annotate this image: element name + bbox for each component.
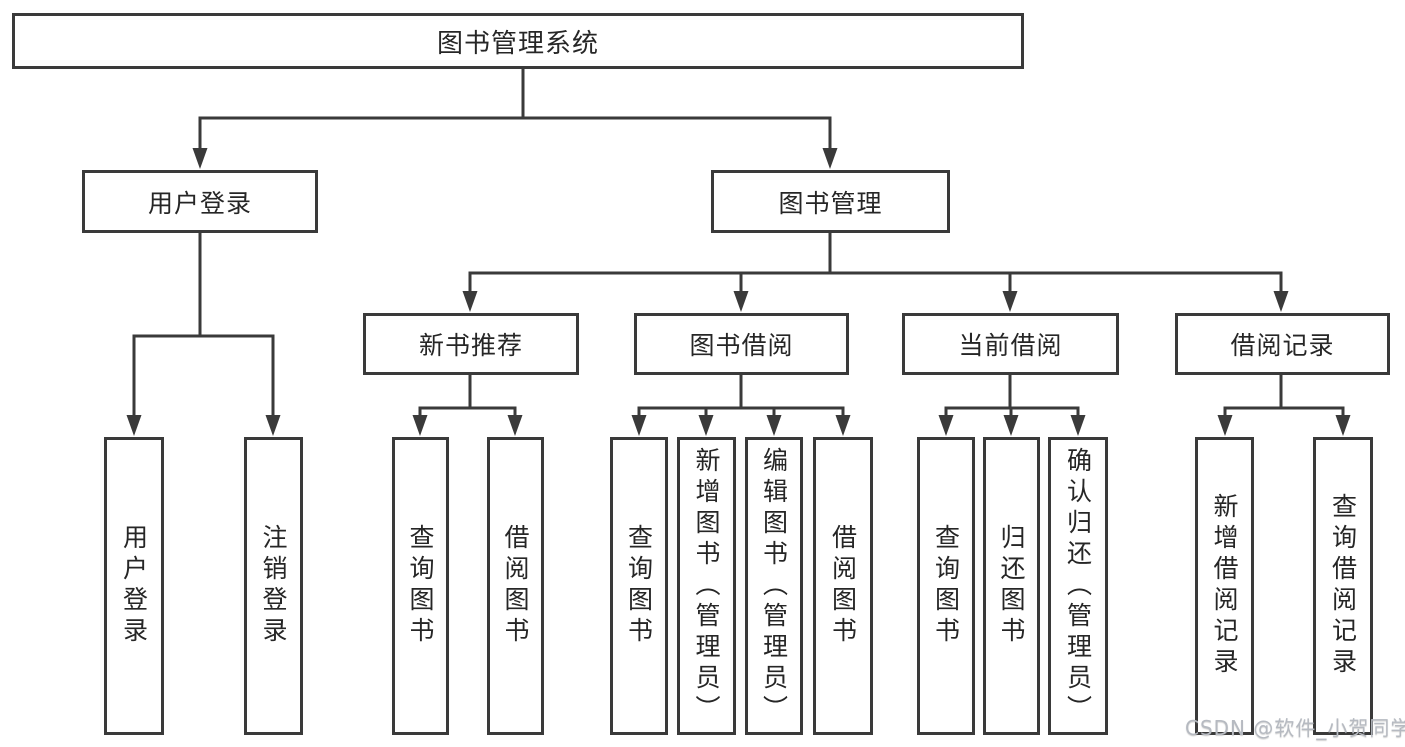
leaf-logout: 注销登录 — [244, 437, 303, 735]
node-borrow-records: 借阅记录 — [1175, 313, 1390, 375]
connector-book-borrow — [631, 373, 851, 436]
leaf-query-books-rec: 查询图书 — [392, 437, 449, 735]
watermark: CSDN @软件_小贺同学 — [1185, 716, 1405, 740]
connector-user-login — [126, 231, 281, 436]
connector-current-borrow — [938, 373, 1086, 436]
leaf-add-borrow-record: 新增借阅记录 — [1195, 437, 1254, 735]
leaf-return-book: 归还图书 — [983, 437, 1040, 735]
leaf-query-books-borrow: 查询图书 — [610, 437, 668, 735]
leaf-user-login: 用户登录 — [104, 437, 164, 735]
node-new-book-rec: 新书推荐 — [363, 313, 579, 375]
leaf-confirm-return-admin: 确认归还（管理员） — [1048, 437, 1108, 735]
connector-root — [192, 67, 838, 169]
leaf-borrow-books-rec: 借阅图书 — [487, 437, 544, 735]
connector-new-book-rec — [412, 373, 523, 436]
leaf-query-borrow-record: 查询借阅记录 — [1313, 437, 1373, 735]
node-book-borrow: 图书借阅 — [634, 313, 849, 375]
node-book-mgmt: 图书管理 — [711, 170, 950, 233]
leaf-edit-book-admin: 编辑图书（管理员） — [745, 437, 803, 735]
node-user-login: 用户登录 — [82, 170, 318, 233]
connector-borrow-records — [1217, 373, 1351, 436]
leaf-add-book-admin: 新增图书（管理员） — [677, 437, 736, 735]
leaf-borrow-books: 借阅图书 — [813, 437, 873, 735]
node-current-borrow: 当前借阅 — [902, 313, 1119, 375]
connector-book-mgmt — [462, 231, 1289, 312]
leaf-query-books-current: 查询图书 — [917, 437, 975, 735]
node-root: 图书管理系统 — [12, 13, 1024, 69]
